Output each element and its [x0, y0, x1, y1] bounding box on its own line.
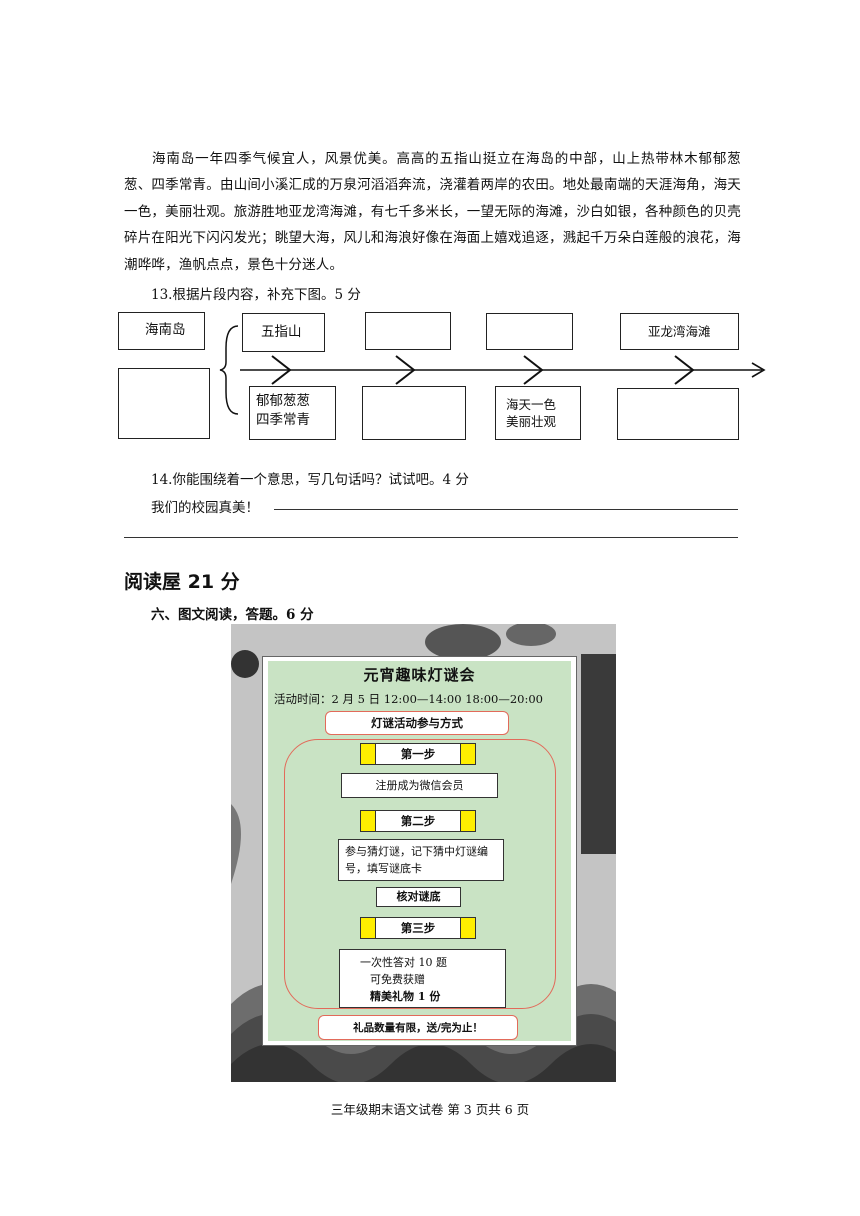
step-2-text: 参与猜灯谜，记下猜中灯谜编号，填写谜底卡 [338, 839, 504, 881]
bottom-box-1-label: 郁郁葱葱 四季常青 [256, 393, 310, 428]
check-answer: 核对谜底 [376, 887, 461, 907]
arrowhead [751, 362, 766, 378]
answer-line-1[interactable] [274, 509, 738, 510]
chevron-2 [395, 355, 416, 385]
chevron-1 [271, 355, 292, 385]
method-banner: 灯谜活动参与方式 [325, 711, 509, 735]
method-label: 灯谜活动参与方式 [371, 716, 463, 730]
bottom-box-2[interactable] [362, 386, 466, 440]
root-answer-box[interactable] [118, 368, 210, 439]
notice-banner: 礼品数量有限，送/完为止！ [318, 1015, 518, 1040]
bottom-box-4[interactable] [617, 388, 739, 440]
question-13: 13.根据片段内容，补充下图。5 分 [151, 287, 361, 303]
poster-time: 活动时间：2 月 5 日 12:00—14:00 18:00—20:00 [274, 692, 543, 706]
root-box: 海南岛 [118, 312, 205, 350]
top-box-4-label: 亚龙湾海滩 [648, 324, 711, 339]
chevron-4 [674, 355, 695, 385]
top-box-2[interactable] [365, 312, 451, 350]
bottom-box-3-label: 海天一色 美丽壮观 [506, 397, 557, 429]
bottom-box-1: 郁郁葱葱 四季常青 [249, 386, 336, 440]
section-subtitle: 六、图文阅读，答题。6 分 [151, 607, 314, 623]
top-box-3[interactable] [486, 313, 573, 350]
step-3-line-3: 精美礼物 1 份 [370, 990, 441, 1003]
bottom-box-3: 海天一色 美丽壮观 [495, 386, 581, 440]
step-3-line-2: 可免费获赠 [370, 973, 425, 986]
passage: 海南岛一年四季气候宜人，风景优美。高高的五指山挺立在海岛的中部，山上热带林木郁郁… [124, 151, 741, 273]
step-1-text: 注册成为微信会员 [341, 773, 498, 798]
section-title: 阅读屋 21 分 [124, 571, 240, 593]
top-box-1: 五指山 [242, 313, 325, 352]
answer-line-2[interactable] [124, 537, 738, 538]
question-14: 14.你能围绕着一个意思，写几句话吗？试试吧。4 分 [151, 472, 469, 488]
top-box-1-label: 五指山 [261, 324, 302, 340]
brace [219, 325, 239, 415]
notice-label: 礼品数量有限，送/完为止！ [353, 1022, 483, 1034]
step-2-label: 第二步 [360, 810, 476, 832]
poster: 元宵趣味灯谜会 活动时间：2 月 5 日 12:00—14:00 18:00—2… [262, 656, 577, 1046]
step-3-label: 第三步 [360, 917, 476, 939]
chevron-3 [523, 355, 544, 385]
poster-title: 元宵趣味灯谜会 [363, 666, 476, 684]
step-3-line-1: 一次性答对 10 题 [360, 956, 447, 969]
root-label: 海南岛 [145, 322, 186, 338]
page-footer: 三年级期末语文试卷 第 3 页共 6 页 [330, 1102, 530, 1117]
step-3-text: 一次性答对 10 题 可免费获赠 精美礼物 1 份 [339, 949, 506, 1008]
step-1-label: 第一步 [360, 743, 476, 765]
answer-starter: 我们的校园真美！ [151, 500, 259, 516]
top-box-4: 亚龙湾海滩 [620, 313, 739, 350]
poster-panel: 元宵趣味灯谜会 活动时间：2 月 5 日 12:00—14:00 18:00—2… [268, 661, 571, 1041]
steps-frame [284, 739, 556, 1009]
